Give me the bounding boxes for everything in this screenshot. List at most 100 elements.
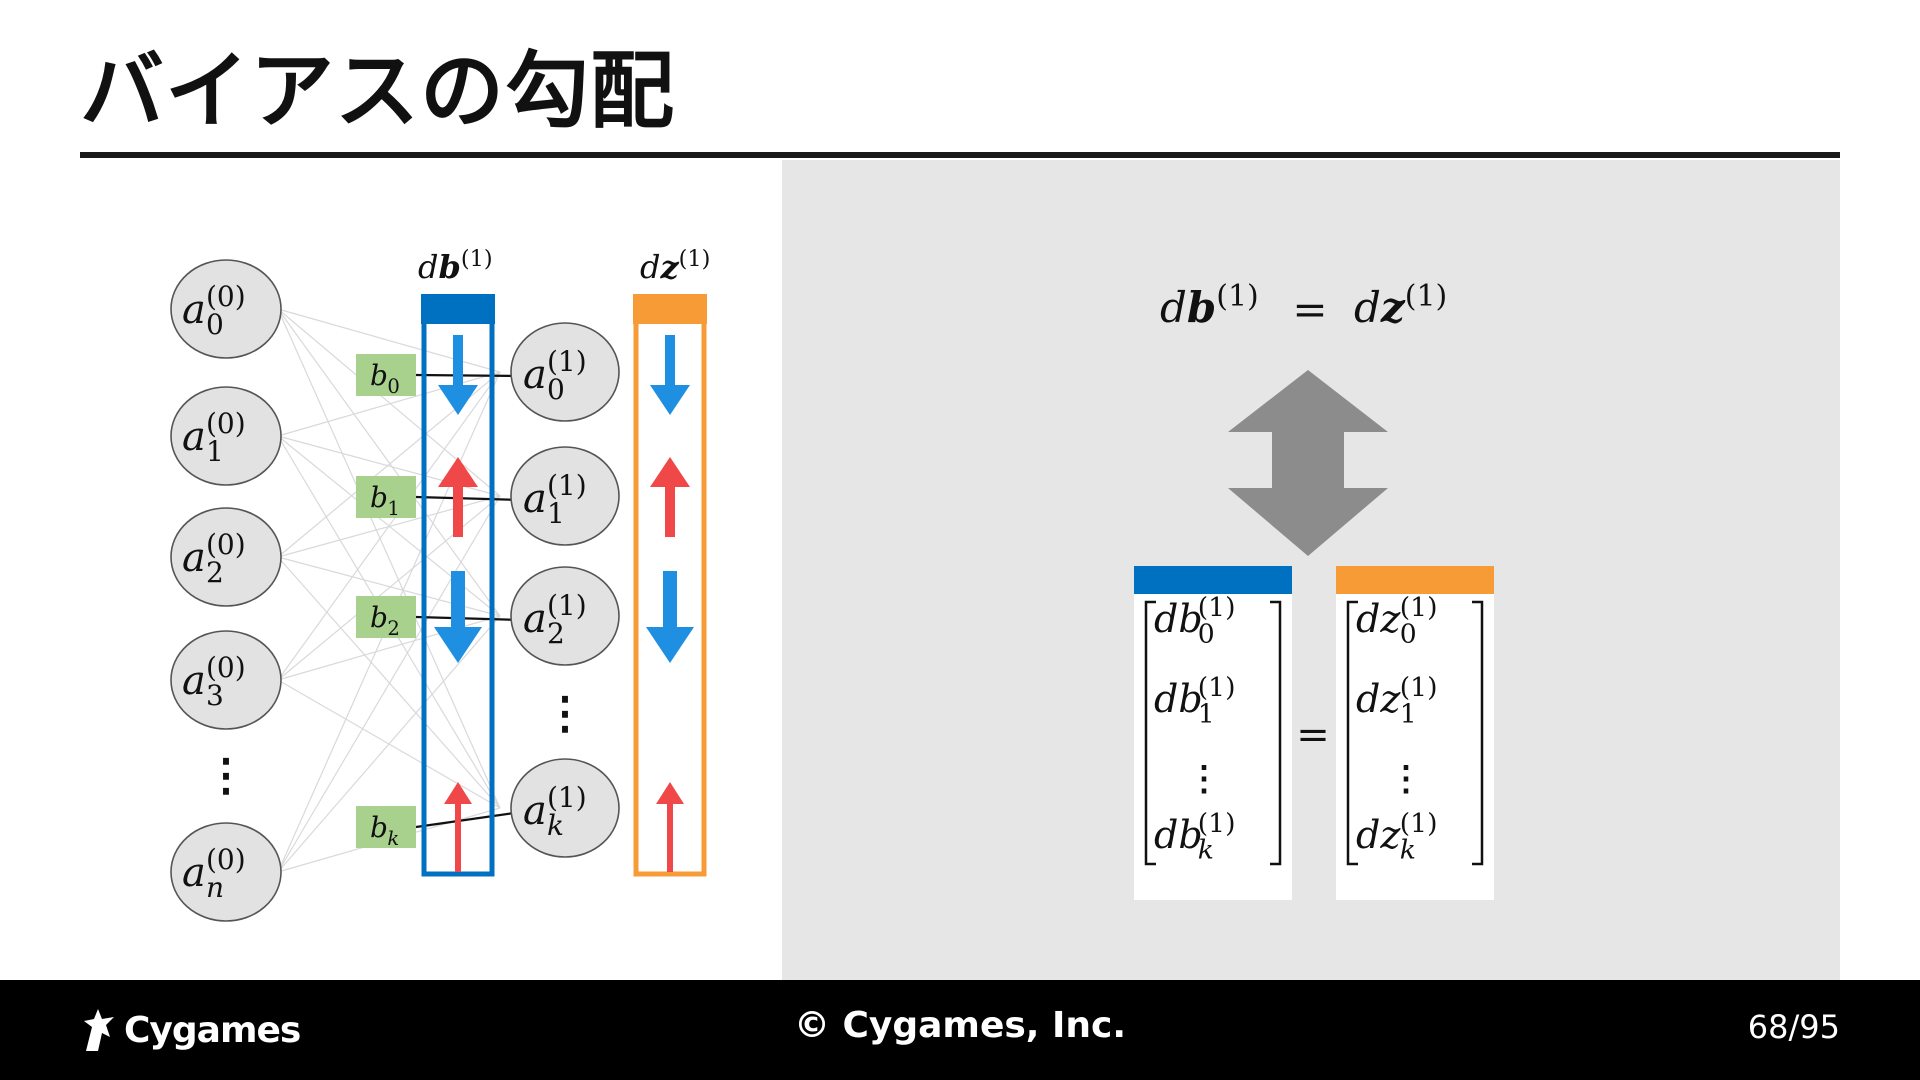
input-neuron-label: a(0)0	[182, 280, 246, 341]
vector-entry-sub: 0	[1198, 619, 1215, 650]
gradient-arrows	[434, 335, 694, 872]
input-neuron	[170, 630, 282, 730]
connection-line	[277, 556, 501, 809]
input-neuron-label-sub: 0	[206, 308, 224, 341]
db-column-header-bar	[421, 294, 495, 324]
input-neuron-label-base: a	[182, 535, 206, 581]
vector-vdots: ⋮	[1187, 759, 1221, 799]
hidden-neuron-label-sup: (1)	[547, 345, 587, 378]
vector-vdots: ⋮	[1389, 759, 1423, 799]
hidden-vdots: ⋮	[543, 688, 587, 739]
bias-label-sub: k	[387, 827, 399, 850]
db-gradient-arrow	[438, 457, 478, 537]
equation-panel: db(1)=dz(1)db(1)0db(1)1db(1)k⋮dz(1)0dz(1…	[1134, 279, 1494, 900]
neuron-nodes: a(0)0a(0)1a(0)2a(0)3a(0)n⋮a(1)0a(1)1a(1)…	[170, 259, 620, 922]
brand-name: Cygames	[124, 1009, 301, 1051]
db-gradient-arrow	[444, 782, 472, 872]
vector-entry-base: db	[1154, 677, 1203, 721]
dz-vector-header-bar	[1336, 566, 1494, 594]
dz-gradient-arrow	[646, 571, 694, 663]
input-neuron	[170, 507, 282, 607]
hidden-neuron-label-base: a	[523, 476, 547, 522]
input-neuron-label-sub: 2	[206, 556, 224, 589]
vector-entry-base: db	[1154, 813, 1203, 857]
vector-entry-sub: 1	[1400, 699, 1417, 730]
vector-entry: db(1)1	[1154, 672, 1235, 730]
connection-line	[277, 308, 501, 497]
vector-equals: =	[1296, 712, 1330, 758]
input-neuron-label-sup: (0)	[206, 407, 246, 440]
hidden-neuron-label: a(1)2	[523, 589, 587, 650]
dz-vector: dz(1)0dz(1)1dz(1)k⋮	[1336, 566, 1494, 900]
vector-entry-base: dz	[1356, 813, 1401, 857]
dz-column-header-bar	[633, 294, 707, 324]
hidden-neuron-label-sub: 2	[547, 617, 565, 650]
right-panel-background	[782, 160, 1840, 980]
vector-entry-sub: 1	[1198, 699, 1215, 730]
input-neuron-label: a(0)n	[182, 843, 246, 904]
vector-entry: db(1)k	[1154, 808, 1235, 866]
column-headers: db(1) dz(1)	[418, 246, 710, 286]
connection-line	[277, 495, 501, 873]
connection-line	[277, 495, 501, 681]
vector-entry-sup: (1)	[1198, 808, 1236, 839]
vector-entry: dz(1)0	[1356, 592, 1437, 650]
vector-entry-sup: (1)	[1400, 808, 1438, 839]
vector-entry-sub: k	[1198, 835, 1214, 866]
input-neuron	[170, 386, 282, 486]
equation-rhs: dz(1)	[1354, 279, 1447, 332]
input-neuron-label: a(0)3	[182, 651, 246, 712]
db-vector: db(1)0db(1)1db(1)k⋮	[1134, 566, 1292, 900]
input-neuron-label-base: a	[182, 287, 206, 333]
vector-entry: db(1)0	[1154, 592, 1235, 650]
copyright-text: © Cygames, Inc.	[793, 1005, 1127, 1046]
cygames-mark-icon	[84, 1009, 114, 1051]
input-neuron-label-sub: n	[206, 871, 224, 904]
page-number: 68/95	[1747, 1008, 1840, 1046]
bias-label-sub: 1	[387, 497, 399, 520]
hidden-neuron-label: a(1)1	[523, 469, 587, 530]
footer-bar: Cygames © Cygames, Inc. 68/95	[0, 980, 1920, 1080]
input-neuron-label-sup: (0)	[206, 843, 246, 876]
vector-entry-base: dz	[1356, 677, 1401, 721]
input-neuron	[170, 259, 282, 359]
bias-label-sub: 2	[387, 617, 399, 640]
vector-entry-sub: 0	[1400, 619, 1417, 650]
dz-vector-background	[1336, 594, 1494, 900]
connection-line	[277, 308, 501, 809]
hidden-neuron	[510, 446, 620, 546]
bias-box	[356, 596, 416, 638]
connection-line	[277, 615, 501, 873]
input-vdots: ⋮	[204, 750, 248, 801]
input-neuron-label: a(0)1	[182, 407, 246, 468]
input-neuron-label-base: a	[182, 414, 206, 460]
dz-gradient-arrow	[650, 335, 690, 415]
db-column-header: db(1)	[418, 246, 493, 286]
input-neuron-label-sup: (0)	[206, 280, 246, 313]
bias-link-line	[415, 495, 522, 502]
input-neuron-label-sub: 3	[206, 679, 224, 712]
db-vector-background	[1134, 594, 1292, 900]
right-bracket	[1472, 600, 1484, 866]
bias-label-base: b	[370, 359, 388, 392]
gradient-columns	[421, 294, 707, 877]
equation-lhs: db(1)	[1160, 279, 1259, 332]
left-bracket	[1346, 600, 1358, 866]
hidden-neuron-label-sup: (1)	[547, 781, 587, 814]
diagram-canvas: a(0)0a(0)1a(0)2a(0)3a(0)n⋮a(1)0a(1)1a(1)…	[170, 246, 1494, 922]
bias-label-base: b	[370, 811, 388, 844]
hidden-neuron	[510, 566, 620, 666]
bias-box	[356, 806, 416, 848]
db-gradient-arrow	[434, 571, 482, 663]
hidden-neuron-label-base: a	[523, 596, 547, 642]
dz-column-header: dz(1)	[640, 246, 710, 286]
slide-title: バイアスの勾配	[80, 42, 676, 140]
input-neuron	[170, 822, 282, 922]
bias-connection-lines	[415, 373, 522, 829]
hidden-neuron-label-sup: (1)	[547, 469, 587, 502]
